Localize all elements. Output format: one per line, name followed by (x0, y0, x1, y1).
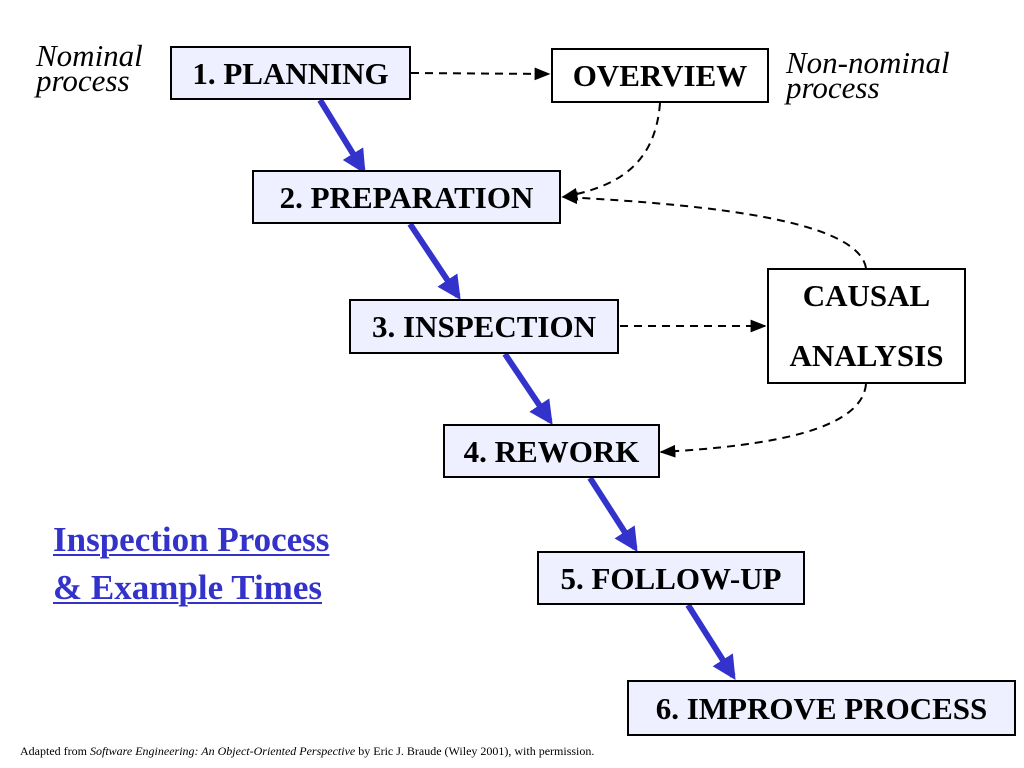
non-nominal-process-note: Non-nominal process (786, 45, 950, 105)
non-nominal-note-line1: Non-nominal (786, 45, 950, 80)
non-nominal-note-line2: process (786, 70, 880, 105)
arrow-inspection-to-rework (502, 352, 553, 425)
footer-suffix: by Eric J. Braude (Wiley 2001), with per… (355, 744, 595, 758)
step-improve-process-box: 6. IMPROVE PROCESS (627, 680, 1016, 736)
step-planning-box: 1. PLANNING (170, 46, 411, 100)
attribution-footer: Adapted from Software Engineering: An Ob… (20, 744, 594, 759)
nominal-process-note: Nominal process (36, 38, 143, 98)
inspection-process-title-link[interactable]: Inspection Process & Example Times (53, 516, 329, 612)
nominal-note-line2: process (36, 63, 130, 98)
dashed-arrow-overview-to-preparation (561, 102, 661, 201)
causal-analysis-line1: CAUSAL (802, 278, 931, 313)
arrow-preparation-to-inspection (407, 222, 461, 300)
title-line1: Inspection Process (53, 520, 330, 559)
step-preparation-box: 2. PREPARATION (252, 170, 561, 224)
causal-analysis-line2: ANALYSIS (789, 338, 944, 373)
causal-analysis-box: CAUSAL ANALYSIS (767, 268, 966, 384)
step-inspection-box: 3. INSPECTION (349, 299, 619, 354)
dashed-arrow-planning-to-overview (410, 67, 551, 81)
footer-book-title: Software Engineering: An Object-Oriented… (89, 744, 356, 758)
step-followup-box: 5. FOLLOW-UP (537, 551, 805, 605)
nominal-note-line1: Nominal (36, 38, 143, 73)
step-rework-box: 4. REWORK (443, 424, 660, 478)
overview-box: OVERVIEW (551, 48, 769, 103)
arrow-planning-to-preparation (317, 98, 366, 175)
footer-prefix: Adapted from (20, 744, 90, 758)
dashed-arrow-causal-to-rework (659, 383, 867, 458)
dashed-arrow-causal-to-preparation (561, 191, 867, 269)
arrow-followup-to-improve (685, 603, 736, 681)
arrow-rework-to-followup (587, 476, 638, 553)
title-line2: & Example Times (53, 568, 322, 607)
